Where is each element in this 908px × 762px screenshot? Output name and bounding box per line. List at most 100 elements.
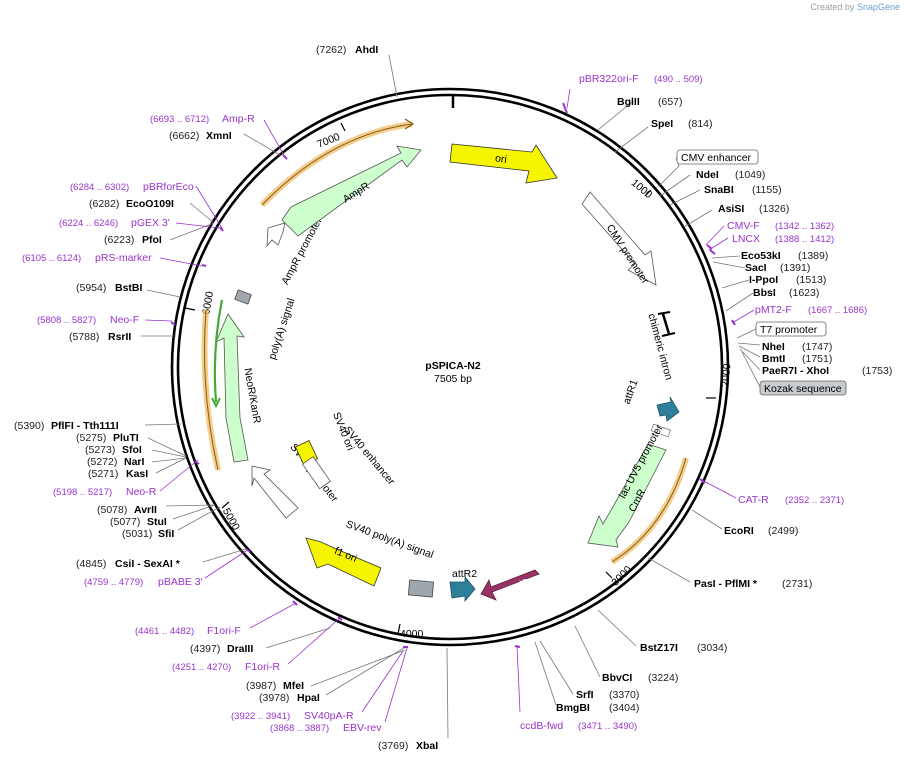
primer-pgex-3[interactable]: (6224 .. 6246)pGEX 3' [59, 217, 170, 229]
site-name: pMT2-F [755, 304, 792, 316]
site-bmgbi[interactable]: BmgBI(3404) [556, 702, 639, 714]
site-pflfi-tth111i[interactable]: (5390)PflFI - Tth111I [14, 420, 119, 432]
feature-label: attR1 [621, 378, 641, 406]
site-mfei[interactable]: (3987)MfeI [246, 680, 304, 692]
site-pasi-pflmi[interactable]: PasI - PflMI *(2731) [694, 578, 812, 590]
primer-f1ori-r[interactable]: (4251 .. 4270)F1ori-R [172, 661, 280, 673]
site-srfi[interactable]: SrfI(3370) [576, 689, 639, 701]
site-eco53ki[interactable]: Eco53kI(1389) [741, 250, 828, 262]
cmr-feature[interactable] [587, 443, 667, 548]
site-position: (5031) [122, 528, 152, 540]
site-position: (1155) [752, 184, 782, 196]
polya-signal-box[interactable] [234, 289, 252, 305]
sv40-enhancer-feature[interactable] [301, 456, 331, 490]
map-stroke [184, 307, 196, 311]
site-bbvci[interactable]: BbvCI(3224) [602, 672, 678, 684]
map-stroke [661, 332, 676, 337]
site-name: AhdI [355, 44, 378, 56]
neor-kanr-feature[interactable] [215, 313, 249, 463]
map-stroke [731, 319, 736, 326]
site-nari[interactable]: (5272)NarI [87, 456, 145, 468]
site-name: LNCX [732, 233, 760, 245]
primer-cmv-f[interactable]: CMV-F(1342 .. 1362) [727, 220, 834, 232]
map-stroke [155, 457, 187, 474]
primer-pbabe-3[interactable]: (4759 .. 4779) pBABE 3' [84, 576, 203, 588]
site-sfii[interactable]: (5031)SfiI [122, 528, 174, 540]
cmv-promoter-feature[interactable] [581, 191, 657, 286]
feature-t7-promoter[interactable]: T7 promoter [755, 321, 827, 337]
primer-ebv-rev[interactable]: (3868 .. 3887)EBV-rev [270, 722, 382, 734]
site-ecori[interactable]: EcoRI(2499) [724, 525, 798, 537]
ccdb-feature[interactable] [480, 569, 540, 601]
ori-feature[interactable] [449, 143, 558, 184]
credit-prefix: Created by [810, 2, 855, 12]
primer-pbrforeco[interactable]: (6284 .. 6302)pBRforEco [70, 181, 194, 193]
site-name: DraIII [227, 643, 253, 655]
sv40-polya-box[interactable] [407, 579, 434, 598]
map-stroke [169, 222, 215, 241]
site-spei[interactable]: SpeI(814) [651, 118, 713, 130]
site-rsrii[interactable]: (5788)RsrII [69, 331, 131, 343]
site-i-ppoi[interactable]: I-PpoI(1513) [749, 274, 826, 286]
ampr-promoter-feature[interactable] [266, 222, 286, 248]
attr2-feature[interactable] [449, 575, 476, 603]
primer-lncx[interactable]: LNCX(1388 .. 1412) [732, 233, 834, 245]
tick-label: 4000 [400, 628, 424, 640]
primer-pmt2-f[interactable]: pMT2-F(1667 .. 1686) [755, 304, 867, 316]
primer-pbr322ori-f[interactable]: pBR322ori-F(490 .. 509) [579, 73, 703, 85]
feature-label: poly(A) signal [266, 297, 297, 361]
site-saci[interactable]: SacI(1391) [745, 262, 810, 274]
site-name: pBABE 3' [158, 576, 203, 588]
site-stui[interactable]: (5077)StuI [110, 516, 167, 528]
site-paer7i-xhoi[interactable]: PaeR7I - XhoI(1753) [762, 365, 892, 377]
sv40-promoter-feature[interactable] [251, 465, 299, 519]
site-name: F1ori-F [207, 625, 241, 637]
primer-amp-r[interactable]: (6693 .. 6712)Amp-R [150, 113, 255, 125]
site-snabi[interactable]: SnaBI(1155) [704, 184, 782, 196]
site-position: (3224) [648, 672, 678, 684]
site-ndei[interactable]: NdeI(1049) [696, 169, 765, 181]
primer-prs-marker[interactable]: (6105 .. 6124)pRS-marker [22, 252, 152, 264]
primer-sv40pa-r[interactable]: (3922 .. 3941)SV40pA-R [231, 710, 354, 722]
primer-ccdb-fwd[interactable]: ccdB-fwd(3471 .. 3490) [520, 720, 637, 732]
map-stroke [170, 321, 176, 326]
feature-cmv-enhancer[interactable]: CMV enhancer [676, 149, 759, 165]
site-sfoi[interactable]: (5273)SfoI [85, 444, 142, 456]
site-draiii[interactable]: (4397)DraIII [190, 643, 253, 655]
site-hpai[interactable]: (3978)HpaI [259, 692, 320, 704]
site-nhei[interactable]: NheI(1747) [762, 341, 832, 353]
map-stroke [159, 459, 199, 492]
ampr-feature[interactable] [281, 145, 422, 237]
site-name: SacI [745, 262, 767, 274]
site-bstz17i[interactable]: BstZ17I(3034) [640, 642, 727, 654]
chimeric-intron-feature[interactable] [657, 311, 676, 337]
site-xmni[interactable]: (6662)XmnI [169, 130, 232, 142]
site-ahdi[interactable]: (7262)AhdI [316, 44, 378, 56]
f1-ori-feature[interactable] [305, 537, 382, 587]
site-position: (4759 .. 4779) [84, 577, 143, 588]
backbone-marks [170, 102, 736, 648]
primer-neo-r[interactable]: (5198 .. 5217)Neo-R [53, 486, 157, 498]
lac-operator-feature[interactable] [650, 423, 671, 438]
site-xbai[interactable]: (3769)XbaI [378, 740, 438, 752]
site-kasi[interactable]: (5271)KasI [88, 468, 148, 480]
site-asisi[interactable]: AsiSI(1326) [718, 203, 789, 215]
map-stroke [204, 309, 219, 471]
site-ecoo109i[interactable]: (6282)EcoO109I [89, 198, 174, 210]
primer-cat-r[interactable]: CAT-R(2352 .. 2371) [738, 494, 844, 506]
site-pfoi[interactable]: (6223)PfoI [104, 234, 162, 246]
site-position: (3404) [609, 702, 639, 714]
attr1-feature[interactable] [656, 396, 680, 422]
map-stroke [388, 54, 398, 98]
primer-neo-f[interactable]: (5808 .. 5827)Neo-F [37, 314, 139, 326]
primer-f1ori-f[interactable]: (4461 .. 4482)F1ori-F [135, 625, 241, 637]
site-csii-sexai[interactable]: (4845)CsiI - SexAI * [76, 558, 181, 570]
site-bbsi[interactable]: BbsI(1623) [753, 287, 819, 299]
site-bmti[interactable]: BmtI(1751) [762, 353, 832, 365]
site-position: (6284 .. 6302) [70, 182, 129, 193]
feature-kozak-sequence[interactable]: Kozak sequence [759, 380, 847, 396]
site-bstbi[interactable]: (5954)BstBI [76, 282, 143, 294]
site-bglii[interactable]: BglII(657) [617, 96, 683, 108]
site-avrii[interactable]: (5078)AvrII [97, 504, 157, 516]
site-pluti[interactable]: (5275)PluTI [76, 432, 139, 444]
